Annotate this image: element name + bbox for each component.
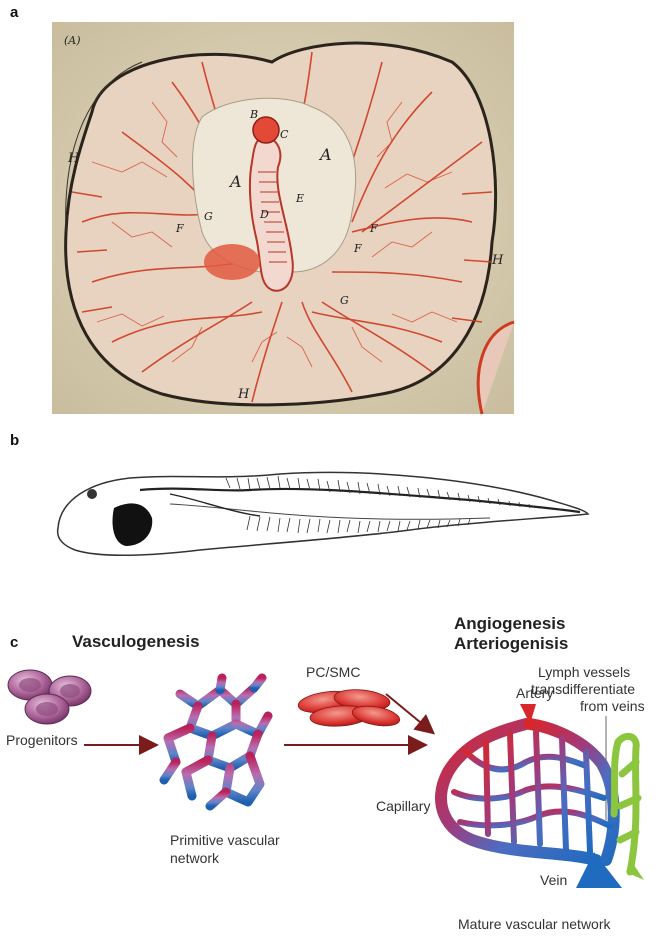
lymph-vessel (614, 736, 638, 872)
mature-network-label: Mature vascular network (458, 916, 611, 933)
mature-vascular-network (426, 702, 662, 892)
vein-label: Vein (540, 872, 567, 889)
capillary-label: Capillary (376, 798, 430, 815)
